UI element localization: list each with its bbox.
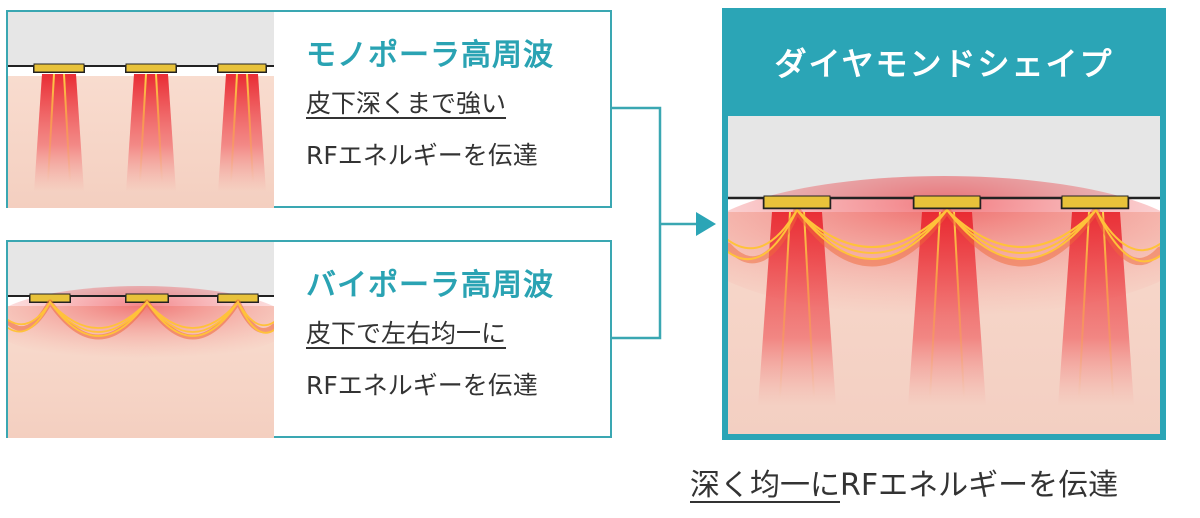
diamond-deep-beams — [758, 211, 1134, 406]
monopolar-illustration — [8, 12, 274, 208]
arrow-right-icon — [696, 212, 716, 236]
diamond-arcs — [728, 206, 1160, 267]
monopolar-line2: RFエネルギーを伝達 — [306, 141, 538, 170]
caption-underlined: 深く均一に — [690, 468, 840, 503]
diamond-title: ダイヤモンドシェイプ — [774, 45, 1114, 83]
monopolar-panel: モノポーラ高周波 皮下深くまで強い RFエネルギーを伝達 — [6, 10, 612, 208]
bipolar-line2: RFエネルギーを伝達 — [306, 371, 538, 400]
bipolar-panel: バイポーラ高周波 皮下で左右均一に RFエネルギーを伝達 — [6, 240, 612, 438]
monopolar-beams — [34, 73, 266, 192]
diamond-electrodes — [763, 195, 1129, 209]
bipolar-title: バイポーラ高周波 — [306, 268, 554, 303]
bipolar-arcs — [8, 299, 274, 340]
diamond-body — [728, 116, 1160, 434]
bipolar-illustration — [8, 242, 274, 438]
monopolar-title: モノポーラ高周波 — [306, 38, 554, 73]
diamond-shape-panel: ダイヤモンドシェイプ — [722, 8, 1166, 440]
monopolar-electrodes — [33, 63, 267, 73]
caption: 深く均一にRFエネルギーを伝達 — [690, 466, 1118, 506]
bipolar-line1: 皮下で左右均一に — [306, 319, 507, 348]
caption-rest: RFエネルギーを伝達 — [840, 468, 1119, 503]
diamond-illustration — [728, 116, 1160, 434]
monopolar-line1: 皮下深くまで強い — [306, 89, 507, 118]
